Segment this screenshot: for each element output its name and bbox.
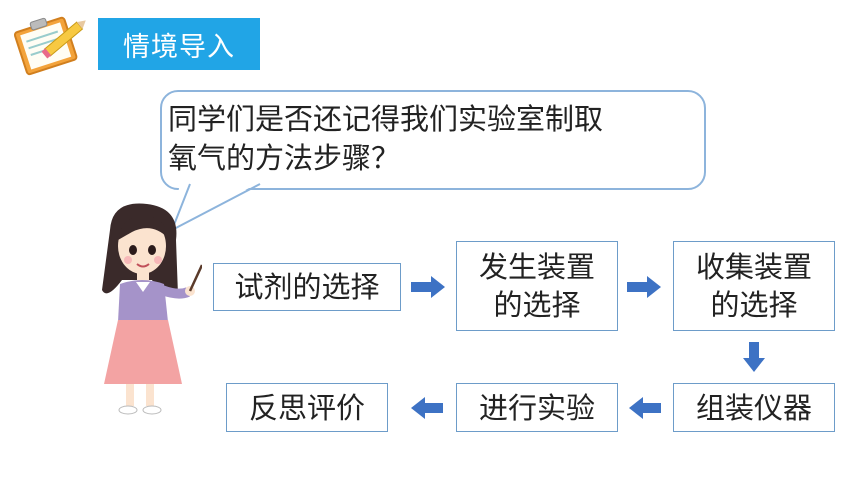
bubble-line-1: 同学们是否还记得我们实验室制取 — [168, 102, 604, 136]
speech-bubble — [160, 90, 706, 190]
arrow-left-icon — [629, 397, 661, 419]
step-collector-selection: 收集装置 的选择 — [673, 241, 835, 331]
step-label: 反思评价 — [248, 390, 365, 425]
step-label-line-1: 收集装置 — [695, 250, 812, 284]
step-conduct-experiment: 进行实验 — [456, 383, 618, 432]
bubble-line-2: 氧气的方法步骤？ — [168, 141, 401, 175]
step-label-line-1: 发生装置 — [478, 250, 595, 284]
speech-bubble-text: 同学们是否还记得我们实验室制取 氧气的方法步骤？ — [168, 100, 698, 178]
step-reagent-selection: 试剂的选择 — [213, 263, 401, 311]
step-label: 进行实验 — [478, 390, 595, 425]
step-reflect-evaluate: 反思评价 — [226, 383, 388, 432]
clipboard-pencil-icon — [13, 16, 86, 76]
section-title-badge: 情境导入 — [98, 18, 260, 70]
teacher-illustration — [102, 203, 202, 415]
step-label: 组装仪器 — [695, 390, 812, 425]
step-assemble-apparatus: 组装仪器 — [673, 383, 835, 432]
step-generator-selection: 发生装置 的选择 — [456, 241, 618, 331]
arrow-right-icon — [627, 276, 661, 298]
step-label-line-2: 的选择 — [493, 288, 581, 322]
step-label: 试剂的选择 — [234, 270, 380, 304]
arrow-left-icon — [411, 397, 443, 419]
step-label-line-2: 的选择 — [710, 288, 798, 322]
arrow-down-icon — [743, 342, 765, 372]
arrow-right-icon — [411, 276, 445, 298]
